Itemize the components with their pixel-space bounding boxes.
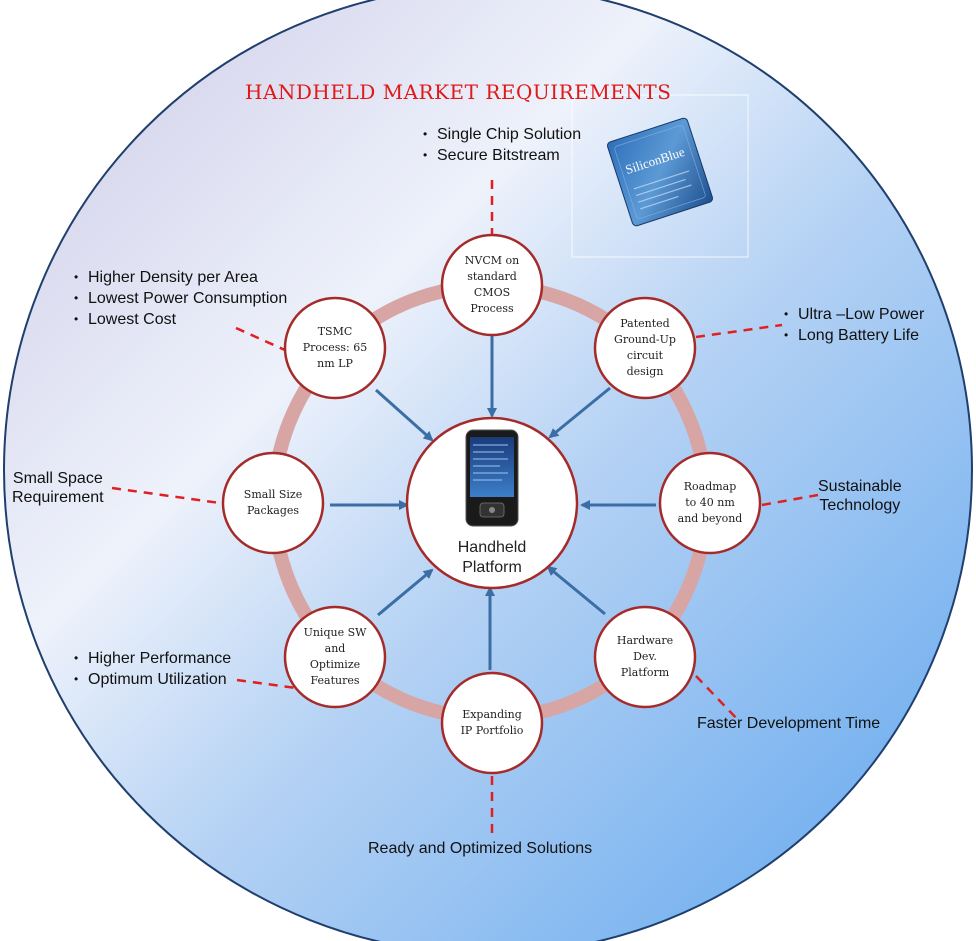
- node-nvcm: [440, 233, 544, 337]
- list-item: Optimum Utilization: [72, 669, 231, 690]
- node-tsmc: [283, 296, 387, 400]
- requirement-right-top: Ultra –Low PowerLong Battery Life: [782, 304, 924, 346]
- arrow-patented: [548, 386, 611, 439]
- satellite-nodes: [221, 233, 762, 775]
- node-patented: [593, 296, 697, 400]
- list-item: Ultra –Low Power: [782, 304, 924, 325]
- node-unique: [283, 605, 387, 709]
- requirement-bottom-left: Higher PerformanceOptimum Utilization: [72, 648, 231, 690]
- node-hardware: [593, 605, 697, 709]
- list-item: Higher Density per Area: [72, 267, 287, 288]
- list-item: Single Chip Solution: [421, 124, 581, 145]
- requirement-top-left: Higher Density per AreaLowest Power Cons…: [72, 267, 287, 330]
- chip-image: SiliconBlue: [571, 94, 749, 258]
- arrows: [330, 334, 656, 670]
- requirement-top: Single Chip SolutionSecure Bitstream: [421, 124, 581, 166]
- arrow-unique: [377, 568, 434, 617]
- list-item: Long Battery Life: [782, 325, 924, 346]
- list-item: Lowest Power Consumption: [72, 288, 287, 309]
- arrow-hardware: [546, 565, 606, 616]
- node-ip: [440, 671, 544, 775]
- requirement-bottom-right: Faster Development Time: [697, 715, 881, 732]
- list-item: Lowest Cost: [72, 309, 287, 330]
- handheld-phone-icon: [465, 429, 519, 527]
- node-roadmap: [658, 451, 762, 555]
- arrow-tsmc: [375, 388, 434, 442]
- page-title: HANDHELD MARKET REQUIREMENTS: [245, 80, 672, 104]
- list-item: Secure Bitstream: [421, 145, 581, 166]
- requirement-bottom: Ready and Optimized Solutions: [368, 840, 593, 857]
- list-item: Higher Performance: [72, 648, 231, 669]
- node-smallsize: [221, 451, 325, 555]
